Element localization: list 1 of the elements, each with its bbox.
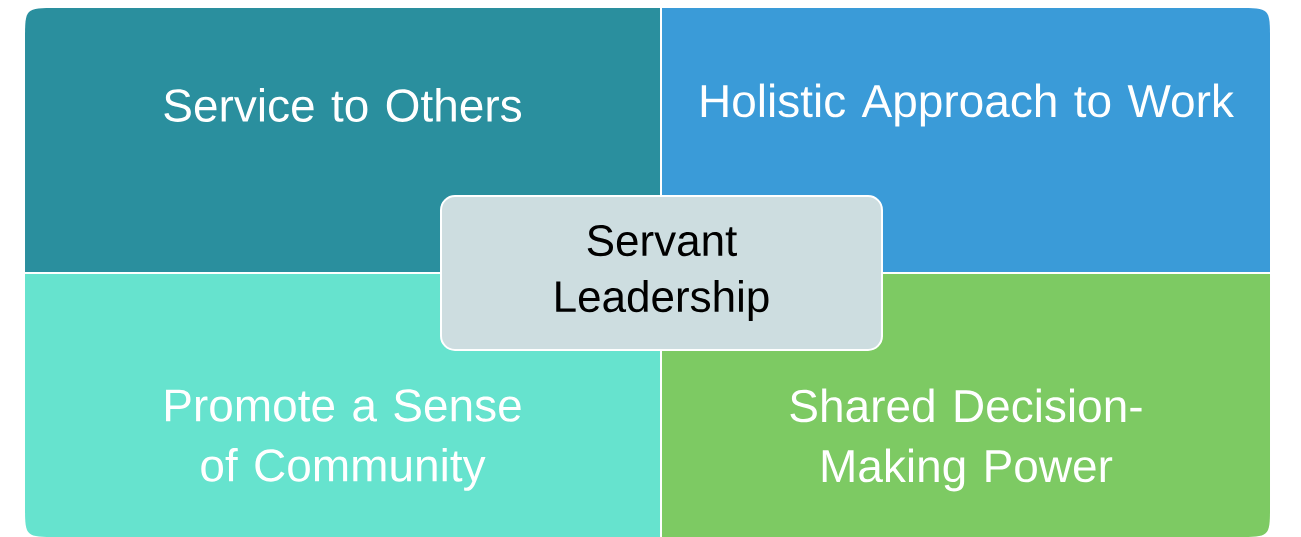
- center-box: Servant Leadership: [440, 195, 883, 351]
